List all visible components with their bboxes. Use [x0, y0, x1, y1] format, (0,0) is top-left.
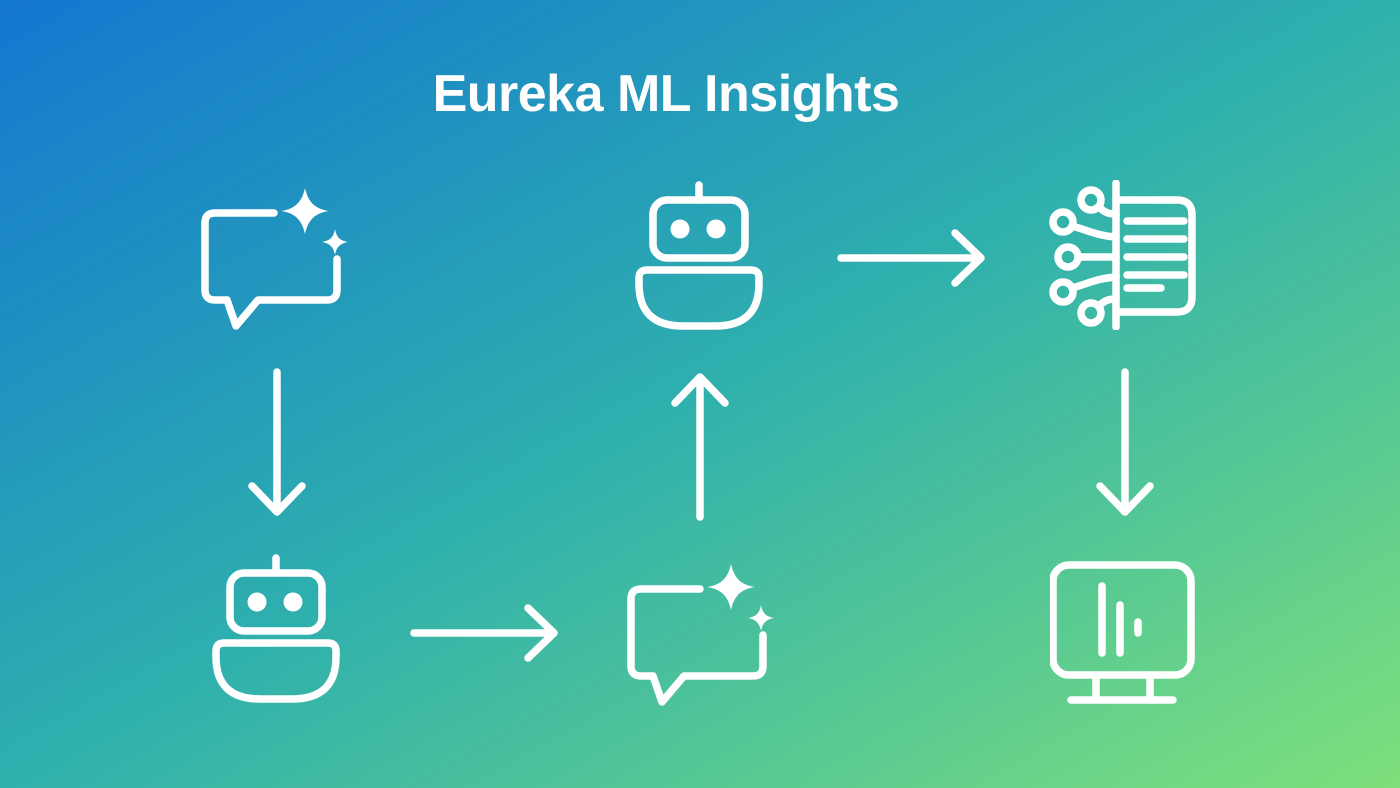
arrow-right-icon — [833, 222, 993, 294]
robot-icon — [212, 553, 340, 703]
arrow-right-bottom — [406, 597, 566, 669]
arrow-down-icon — [241, 364, 313, 524]
arrow-right-icon — [406, 597, 566, 669]
arrow-down — [197, 408, 357, 480]
ml-document-icon — [1043, 180, 1201, 330]
arrow-down-icon — [1089, 364, 1161, 524]
chat-sparkles-icon — [626, 561, 776, 706]
node-robot-center — [635, 180, 763, 330]
node-monitor-chart — [1050, 561, 1195, 711]
node-robot-left — [212, 553, 340, 703]
chat-sparkles-icon — [200, 185, 350, 330]
page-title: Eureka ML Insights — [432, 65, 900, 123]
node-ml-report — [1043, 180, 1201, 330]
arrow-up-icon — [664, 365, 736, 525]
arrow-right-top — [833, 222, 993, 294]
node-chat-response — [626, 561, 776, 706]
node-chat-prompt — [200, 185, 350, 330]
robot-icon — [635, 180, 763, 330]
monitor-chart-icon — [1050, 561, 1195, 711]
arrow-up — [620, 409, 780, 481]
arrow-down-right-column — [1045, 408, 1205, 480]
